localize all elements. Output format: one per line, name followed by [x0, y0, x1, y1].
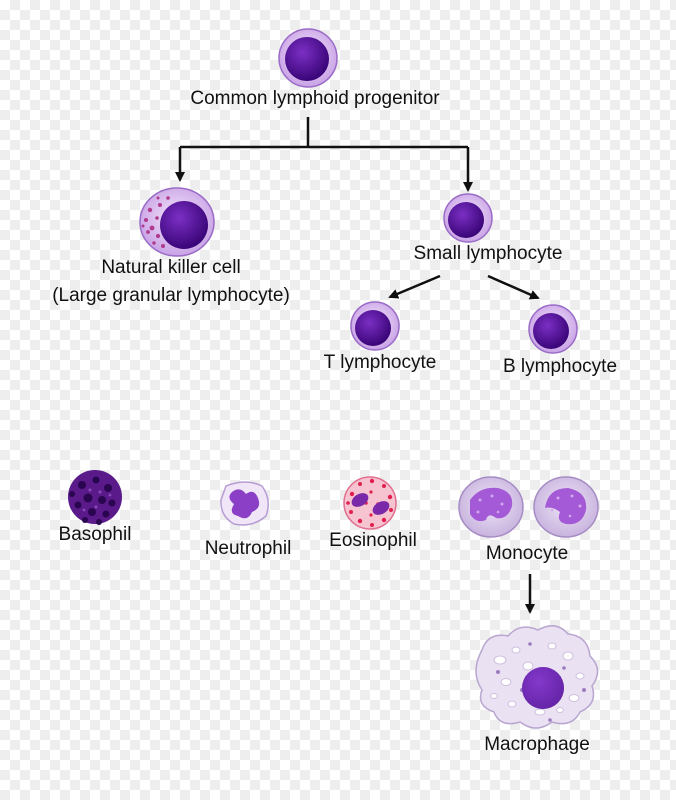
t-lymphocyte-icon [350, 301, 400, 351]
eosinophil-label: Eosinophil [329, 530, 417, 551]
macrophage-icon [475, 625, 599, 729]
monocyte-label: Monocyte [485, 543, 569, 564]
basophil-icon [68, 470, 122, 525]
progenitor-cell-icon [278, 28, 338, 88]
b-lymphocyte-label: B lymphocyte [502, 356, 618, 377]
arrow-to-t-lymphocyte [388, 274, 441, 299]
t-lymphocyte-label: T lymphocyte [323, 352, 437, 373]
macrophage-label: Macrophage [484, 734, 590, 755]
progenitor-label: Common lymphoid progenitor [190, 88, 440, 109]
eosinophil-icon [343, 476, 397, 530]
neutrophil-icon [220, 481, 269, 526]
nk-cell-icon [139, 187, 215, 257]
neutrophil-label: Neutrophil [204, 538, 292, 559]
basophil-label: Basophil [58, 524, 132, 545]
nk-cell-label: Natural killer cell [101, 257, 241, 278]
connector-lines [175, 117, 540, 614]
nk-cell-sublabel: (Large granular lymphocyte) [52, 285, 290, 306]
arrow-to-b-lymphocyte [487, 274, 540, 300]
monocyte-icon-left [458, 476, 524, 538]
monocyte-icon-right [533, 476, 599, 538]
b-lymphocyte-icon [528, 304, 578, 354]
small-lymphocyte-icon [443, 193, 493, 243]
small-lymphocyte-label: Small lymphocyte [413, 243, 563, 264]
